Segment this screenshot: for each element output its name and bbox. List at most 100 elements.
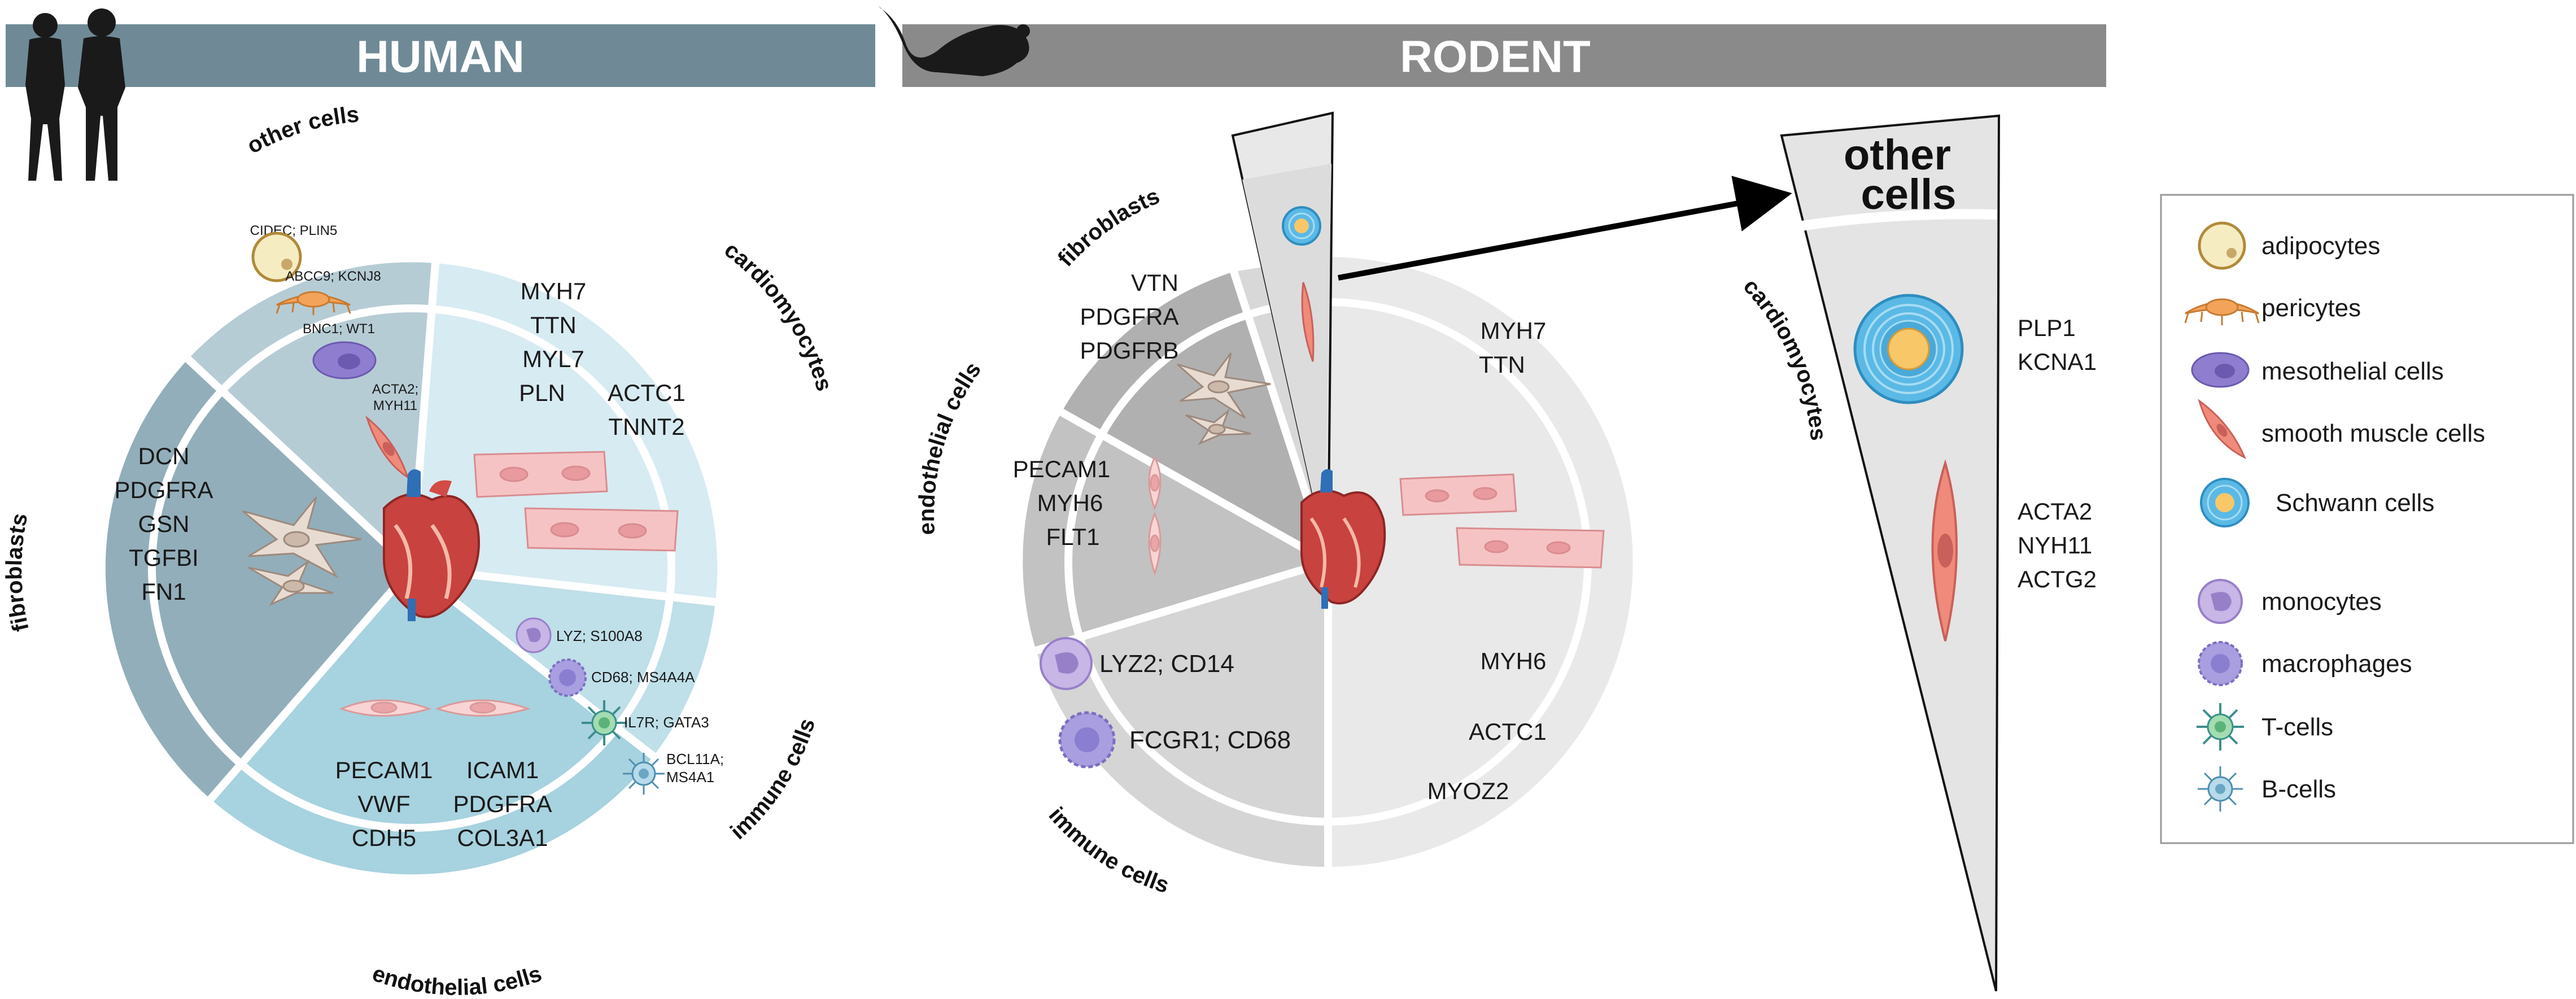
human-endo-markers: PECAM1 VWF CDH5 ICAM1 PDGFRA COL3A1 — [335, 757, 552, 851]
marker-text: MYH11 — [373, 398, 417, 413]
smooth-muscle-cell-icon — [1301, 282, 1315, 362]
marker-text: ABCC9; KCNJ8 — [285, 269, 381, 284]
marker-text: CDH5 — [352, 824, 416, 851]
marker-text: MYH7 — [521, 278, 587, 304]
smooth-muscle-cell-icon — [2198, 399, 2246, 460]
rodent-sector-immune-outer — [1036, 562, 1328, 867]
mesothelial-cell-icon — [2191, 352, 2250, 388]
rodent-sector-endo-outer — [1023, 412, 1328, 651]
human-sector-endo-outer — [211, 568, 653, 875]
monocyte-icon — [1040, 637, 1093, 690]
marker-text: TNNT2 — [608, 413, 684, 440]
zoom-title-line1: other — [1844, 131, 1951, 179]
human-label-other: other cells — [243, 102, 360, 159]
marker-text: ACTC1 — [1469, 718, 1547, 745]
marker-text: COL3A1 — [457, 824, 548, 851]
rodent-fibroblast-markers: VTN PDGFRA PDGFRB — [1080, 269, 1178, 364]
human-cardio-markers: MYH7 TTN MYL7 PLN ACTC1 TNNT2 — [519, 278, 686, 440]
monocyte-icon — [516, 617, 552, 653]
legend-label: adipocytes — [2261, 232, 2380, 260]
marker-text: DCN — [138, 443, 190, 469]
b-cell-icon — [2198, 766, 2243, 812]
rodent-banner — [902, 24, 2106, 87]
pericyte-icon — [2184, 298, 2260, 325]
marker-text: IL7R; GATA3 — [624, 714, 709, 731]
schwann-cell-icon — [2200, 478, 2250, 527]
t-cell-icon — [2197, 703, 2244, 751]
marker-text: FN1 — [141, 578, 186, 605]
marker-text: TGFBI — [129, 544, 199, 571]
rodent-label-fibro: fibroblasts — [1053, 184, 1163, 271]
pericyte-icon — [276, 291, 351, 315]
marker-text: MYL7 — [522, 346, 584, 372]
rodent-label-immune: immune cells — [1044, 802, 1172, 898]
marker-text: PECAM1 — [1013, 456, 1111, 482]
marker-text: ICAM1 — [466, 757, 539, 783]
marker-text: NYH11 — [2018, 532, 2092, 559]
cardiomyocyte-cell-icon — [473, 451, 679, 552]
marker-text: ACTA2 — [2018, 498, 2092, 525]
legend-label: mesothelial cells — [2261, 357, 2444, 385]
marker-text: MYH6 — [1481, 648, 1547, 674]
macrophage-icon — [1058, 711, 1116, 769]
endothelial-cell-icon — [339, 699, 531, 717]
mesothelial-cell-icon — [312, 341, 377, 379]
marker-text: PDGFRA — [114, 477, 213, 503]
human-label-immune: immune cells — [726, 716, 820, 844]
legend-label: B-cells — [2261, 775, 2336, 803]
other-cells-zoom-panel: other cells PLP1 KCNA1 ACTA2 NYH11 ACTG2 — [1780, 114, 2097, 992]
legend-label: smooth muscle cells — [2261, 420, 2485, 447]
rodent-title: RODENT — [1400, 32, 1591, 82]
legend-label: pericytes — [2261, 294, 2361, 322]
marker-text: BNC1; WT1 — [303, 321, 375, 337]
macrophage-icon — [2198, 641, 2243, 686]
marker-text: BCL11A; — [666, 751, 724, 767]
human-panel: HUMAN other cells cardiomyocytes immune … — [2, 8, 875, 999]
fibroblast-cell-icon — [1177, 352, 1271, 446]
marker-text: PDGFRA — [453, 791, 552, 817]
marker-text: VTN — [1131, 269, 1178, 296]
mouse-silhouette-icon — [878, 6, 1030, 76]
legend: adipocytes pericytes mesothelial cells s… — [2160, 194, 2574, 844]
marker-text: ACTC1 — [608, 379, 686, 406]
marker-text: ACTG2 — [2018, 566, 2097, 592]
rodent-other-cells-wedge-inner — [1242, 164, 1331, 549]
marker-text: PDGFRA — [1080, 303, 1178, 330]
b-cell-icon — [623, 753, 665, 795]
human-sector-other-outer — [188, 262, 435, 568]
marker-text: PDGFRB — [1080, 337, 1178, 364]
rodent-endo-markers: PECAM1 MYH6 FLT1 — [1013, 456, 1111, 550]
human-fibroblast-markers: DCN PDGFRA GSN TGFBI FN1 — [114, 443, 213, 605]
marker-text: FLT1 — [1046, 524, 1100, 550]
human-label-fibro: fibroblasts — [2, 511, 34, 634]
monocyte-icon — [2198, 579, 2243, 624]
rodent-panel: RODENT fibroblasts endoth — [878, 6, 2106, 898]
rodent-cardio-markers: MYH7 TTN MYH6 ACTC1 MYOZ2 — [1427, 317, 1547, 804]
marker-text: ACTA2; — [372, 382, 418, 397]
human-label-cardio: cardiomyocytes — [720, 237, 837, 394]
marker-text: MYH7 — [1481, 317, 1547, 344]
cardiomyocyte-cell-icon — [1399, 473, 1605, 569]
human-silhouette-icon — [25, 8, 125, 181]
marker-text: TTN — [1479, 351, 1525, 378]
marker-text: TTN — [530, 312, 577, 338]
marker-text: FCGR1; CD68 — [1129, 726, 1291, 754]
heart-icon — [383, 469, 480, 621]
legend-label: macrophages — [2261, 650, 2412, 678]
legend-label: Schwann cells — [2276, 489, 2434, 517]
fibroblast-cell-icon — [242, 496, 362, 607]
marker-text: MYH6 — [1037, 490, 1103, 516]
zoom-arrow — [1338, 176, 1792, 281]
macrophage-icon — [548, 658, 587, 697]
marker-text: MS4A1 — [666, 769, 714, 786]
schwann-cell-icon — [1853, 294, 1964, 404]
human-label-endo: endothelial cells — [369, 961, 545, 999]
schwann-cell-icon — [1282, 206, 1321, 246]
endothelial-cell-icon — [1148, 455, 1162, 576]
adipocyte-icon — [251, 232, 302, 282]
rodent-sector-lines — [1034, 270, 1332, 867]
zoom-wedge-divider — [1800, 209, 1998, 231]
marker-text: PECAM1 — [335, 757, 433, 783]
zoom-wedge — [1780, 114, 2001, 992]
human-ring-divider — [148, 304, 675, 832]
